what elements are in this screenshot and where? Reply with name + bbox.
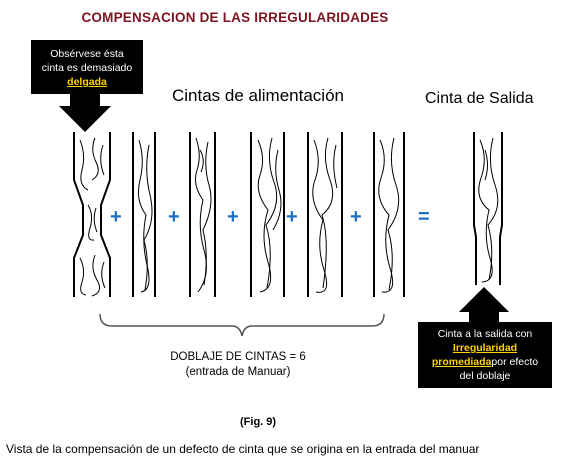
plus-operator: + <box>227 206 239 228</box>
feed-sliver <box>189 132 216 297</box>
feed-sliver-thin <box>73 132 111 297</box>
figure-label: (Fig. 9) <box>240 416 277 428</box>
averaged-irregularity-callout: Cinta a la salida con Irregularidad prom… <box>418 322 552 388</box>
callout-highlight: Irregularidad <box>452 342 518 354</box>
plus-operator: + <box>168 206 180 228</box>
down-arrow-icon <box>59 94 111 132</box>
callout-highlight: delgada <box>67 76 107 88</box>
figure-caption: Vista de la compensación de un defecto d… <box>6 442 480 456</box>
doubling-count: DOBLAJE DE CINTAS = 6 <box>170 351 306 363</box>
feed-sliver <box>132 132 156 297</box>
diagram-title: COMPENSACION DE LAS IRREGULARIDADES <box>81 10 389 25</box>
up-arrow-icon <box>459 287 509 322</box>
feed-sliver <box>307 132 343 297</box>
output-sliver-label: Cinta de Salida <box>425 90 534 107</box>
callout-line: Obsérvese ésta <box>50 48 124 60</box>
equals-operator: = <box>418 206 430 228</box>
callout-highlight: promediada <box>431 356 492 368</box>
callout-line: Cinta a la salida con <box>437 328 533 340</box>
grouping-brace <box>99 313 385 337</box>
thin-sliver-callout: Obsérvese ésta cinta es demasiado delgad… <box>31 40 143 94</box>
callout-line: cinta es demasiado <box>41 62 133 74</box>
feed-sliver <box>373 132 405 297</box>
plus-operator: + <box>110 206 122 228</box>
plus-operator: + <box>286 206 298 228</box>
feed-slivers-label: Cintas de alimentación <box>172 86 344 105</box>
doubling-note: DOBLAJE DE CINTAS = 6 (entrada de Manuar… <box>168 350 308 380</box>
callout-line: promediadapor efecto <box>418 355 552 369</box>
output-sliver <box>473 132 503 285</box>
callout-text: por efecto <box>491 356 539 368</box>
doubling-source: (entrada de Manuar) <box>185 366 291 378</box>
feed-sliver <box>250 132 285 297</box>
plus-operator: + <box>350 206 362 228</box>
callout-line: del doblaje <box>459 370 511 382</box>
